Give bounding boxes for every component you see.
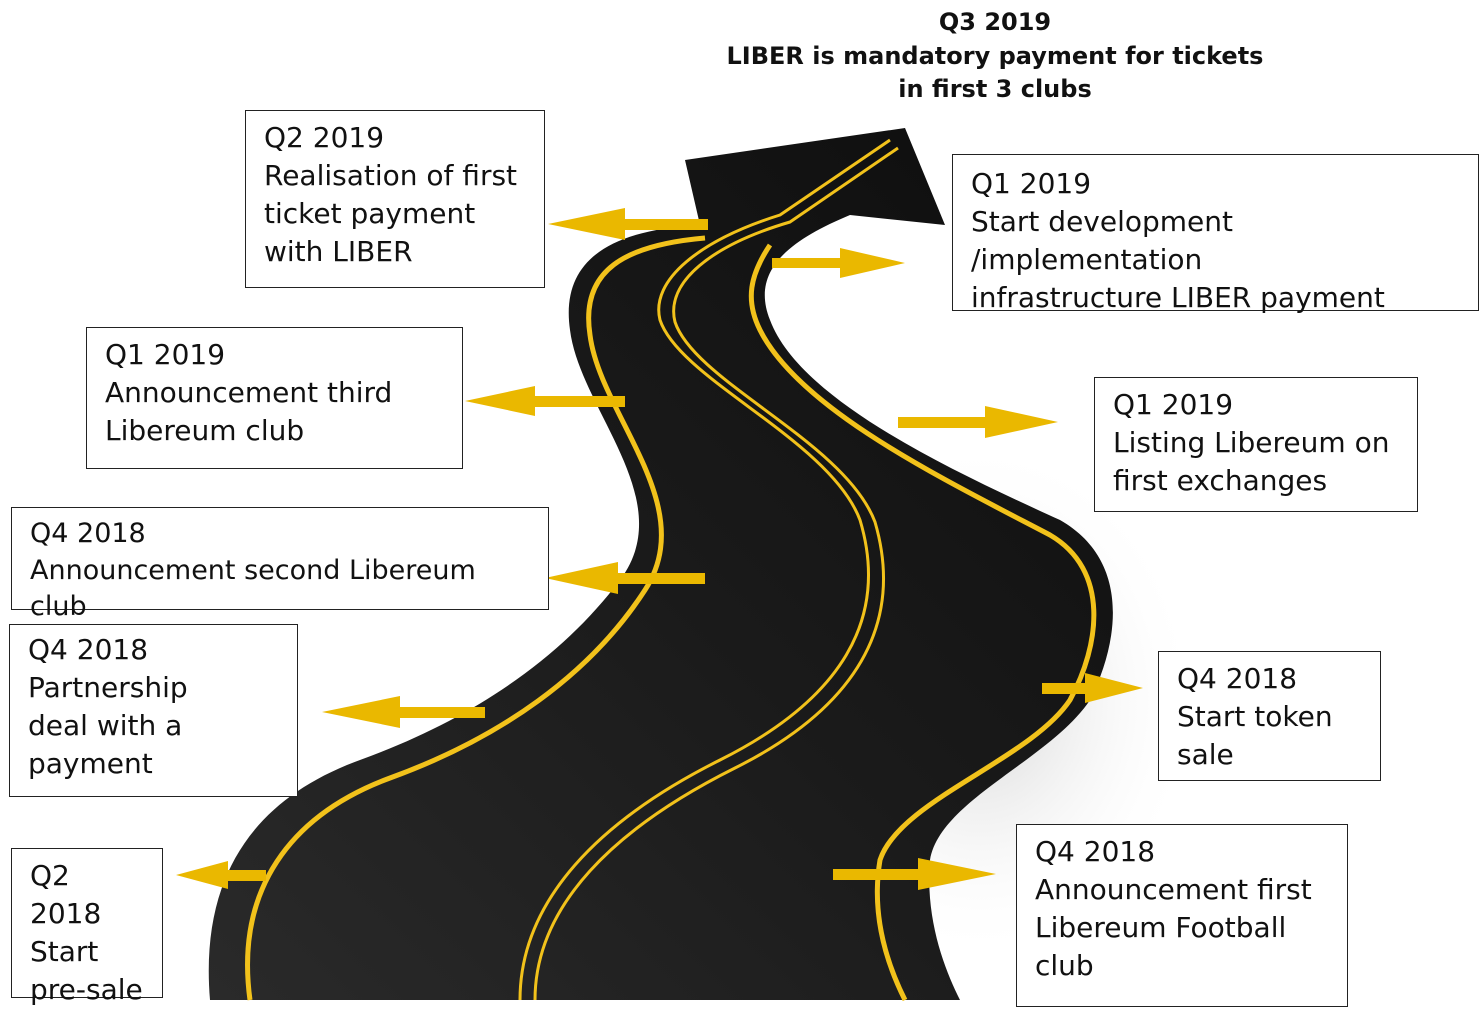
arrow-q2-2018-presale: [176, 861, 266, 889]
milestone-quarter: Q1 2019: [971, 167, 1092, 200]
road-center-line-b: [533, 146, 899, 1001]
milestone-box-q2-2019: Q2 2019 Realisation of first ticket paym…: [245, 110, 545, 288]
arrow-q4-2018-partnership: [322, 696, 485, 728]
milestone-text: Partnership deal with a payment: [28, 671, 188, 781]
arrow-q2-2019: [548, 208, 708, 240]
arrow-q4-2018-second-club: [545, 562, 705, 594]
milestone-quarter: Q4 2018: [1177, 662, 1298, 695]
arrow-q4-2018-first-club: [833, 858, 996, 890]
milestone-box-q4-2018-first-club: Q4 2018 Announcement first Libereum Foot…: [1016, 824, 1348, 1007]
top-milestone-quarter: Q3 2019: [938, 8, 1052, 36]
top-milestone-title: Q3 2019 LIBER is mandatory payment for t…: [700, 6, 1290, 107]
milestone-quarter: Q2 2019: [264, 121, 385, 154]
milestone-box-q2-2018-presale: Q2 2018 Start pre-sale: [11, 848, 163, 1006]
milestone-box-q4-2018-token-sale: Q4 2018 Start token sale: [1158, 651, 1381, 781]
milestone-quarter: Q1 2019: [1113, 388, 1234, 421]
milestone-quarter: Q2 2018: [30, 859, 102, 931]
milestone-quarter: Q4 2018: [30, 518, 146, 549]
milestone-quarter: Q1 2019: [105, 338, 226, 371]
milestone-box-q1-2019-infrastructure: Q1 2019 Start development /implementatio…: [952, 154, 1479, 314]
milestone-text: Announcement first Libereum Football clu…: [1035, 873, 1312, 983]
milestone-box-q1-2019-third-club: Q1 2019 Announcement third Libereum club: [86, 327, 463, 469]
road-edge-right: [748, 243, 1097, 1002]
road-center-line-a: [518, 138, 891, 1001]
milestone-box-q1-2019-listing: Q1 2019 Listing Libereum on first exchan…: [1094, 377, 1418, 512]
milestone-text: Listing Libereum on first exchanges: [1113, 426, 1390, 498]
top-milestone-line-2: in first 3 clubs: [898, 75, 1092, 104]
milestone-text: Start pre-sale: [30, 935, 143, 1007]
milestone-quarter: Q4 2018: [28, 633, 149, 666]
arrow-q4-2018-token-sale: [1042, 673, 1143, 703]
arrow-q1-2019-listing: [898, 406, 1058, 438]
milestone-box-q4-2018-second-club: Q4 2018 Announcement second Libereum clu…: [11, 507, 549, 622]
arrow-q1-2019-third-club: [465, 386, 625, 416]
arrow-q1-2019-infrastructure: [772, 248, 905, 278]
top-milestone-line-1: LIBER is mandatory payment for tickets: [726, 41, 1264, 70]
milestone-text: Announcement second Libereum club: [30, 554, 476, 623]
milestone-quarter: Q4 2018: [1035, 835, 1156, 868]
road-edge-left: [245, 235, 706, 1001]
road-surface: [208, 128, 1113, 1000]
milestone-text: Announcement third Libereum club: [105, 376, 393, 448]
milestone-box-q4-2018-partnership: Q4 2018 Partnership deal with a payment: [9, 624, 298, 797]
connector-arrows: [176, 208, 1143, 890]
milestone-text: Start development /implementation infras…: [971, 205, 1385, 315]
milestone-text: Start token sale: [1177, 700, 1333, 772]
milestone-text: Realisation of first ticket payment with…: [264, 159, 518, 269]
